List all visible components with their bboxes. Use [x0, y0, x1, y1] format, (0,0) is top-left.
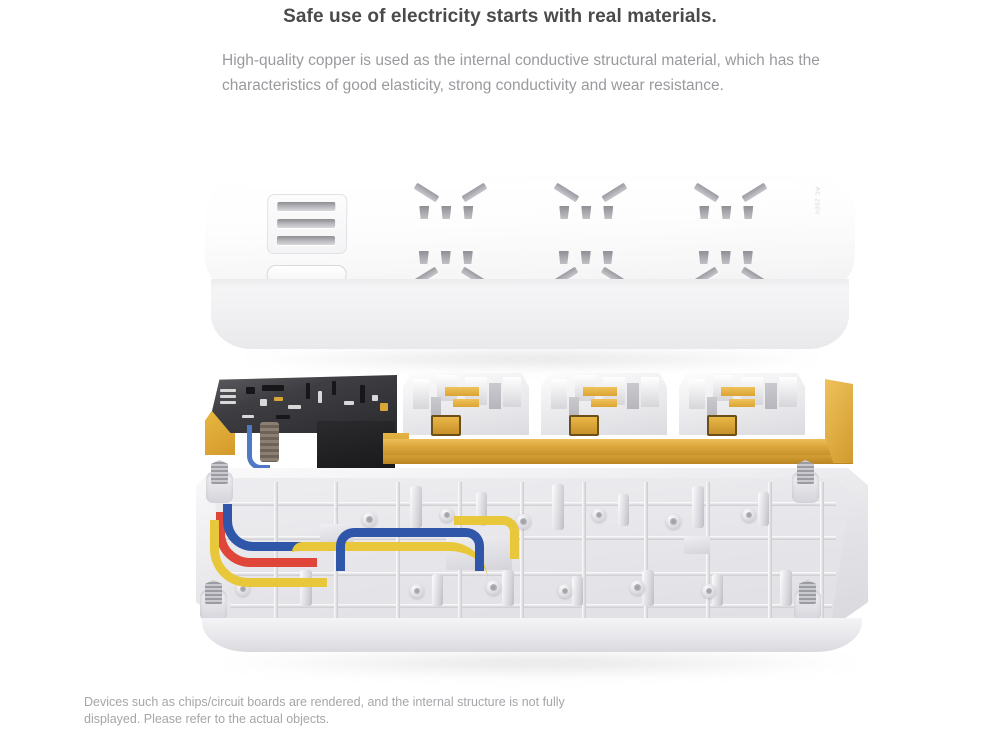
screw-bottom-left — [205, 580, 222, 604]
outlet-2a — [545, 182, 657, 233]
usb-port-panel — [266, 194, 348, 254]
usb-port-2 — [277, 219, 336, 228]
copper-contact-layer — [205, 373, 855, 483]
pin-slot-2 — [721, 251, 731, 264]
pin-slot-2 — [441, 206, 451, 219]
ground-wire-run — [292, 542, 488, 581]
ground-wire — [210, 520, 327, 587]
description-paragraph: High-quality copper is used as the inter… — [222, 52, 820, 94]
screw-top-right — [797, 460, 814, 484]
socket-cage-2 — [541, 373, 667, 445]
copper-contact-clip — [431, 415, 461, 436]
page-title: Safe use of electricity starts with real… — [283, 6, 717, 27]
copper-busbar-right-end — [825, 379, 853, 463]
copper-contact-clip — [707, 415, 737, 436]
base-tray-front-wall — [202, 618, 862, 652]
socket-cage-3 — [679, 373, 805, 445]
pin-slot-2 — [721, 206, 731, 219]
pin-slot-2 — [581, 206, 591, 219]
socket-cage-1 — [403, 373, 529, 445]
top-shell-shadow — [232, 346, 832, 372]
pin-slot-3 — [463, 251, 473, 264]
usb-port-1 — [277, 202, 336, 211]
outlet-2b — [545, 237, 657, 287]
pin-slot-2 — [581, 251, 591, 264]
rating-marking: AC 250V — [813, 186, 820, 215]
top-shell-face: AC 250V — [204, 175, 856, 295]
pin-slot-3 — [743, 251, 753, 264]
pin-slot-3 — [603, 206, 613, 219]
outlet-3b — [685, 237, 797, 287]
base-tray-shadow — [220, 650, 860, 676]
pin-slot-3 — [463, 206, 473, 219]
pin-slot-1 — [559, 206, 569, 219]
top-shell: AC 250V — [204, 175, 856, 360]
top-shell-front-wall — [211, 279, 849, 349]
usb-port-3 — [276, 236, 335, 245]
outlet-3a — [685, 182, 797, 233]
disclaimer-text: Devices such as chips/circuit boards are… — [84, 695, 565, 726]
copper-busbar-main — [383, 439, 853, 455]
pin-slot-3 — [743, 206, 753, 219]
outlet-1a — [405, 182, 517, 233]
pin-slot-1 — [559, 251, 569, 264]
base-tray — [196, 460, 868, 658]
pin-slot-3 — [603, 251, 613, 264]
copper-contact-clip — [569, 415, 599, 436]
screw-top-left — [211, 460, 228, 484]
socket-group-1 — [404, 182, 517, 287]
outlet-1b — [405, 237, 517, 287]
screw-bottom-right — [799, 580, 816, 604]
socket-group-3 — [684, 182, 797, 287]
ground-wire-riser — [454, 516, 519, 559]
pin-slot-1 — [419, 251, 429, 264]
inductor-coil — [260, 422, 279, 462]
socket-group-2 — [544, 182, 657, 287]
exploded-product-render: AC 250V — [0, 150, 1000, 676]
neutral-wire-run — [336, 528, 484, 571]
copper-busbar-lower — [383, 455, 853, 464]
pin-slot-2 — [441, 251, 451, 264]
pin-slot-1 — [699, 206, 709, 219]
pin-slot-1 — [419, 206, 429, 219]
pin-slot-1 — [699, 251, 709, 264]
pcb-blue-lead — [247, 425, 270, 470]
